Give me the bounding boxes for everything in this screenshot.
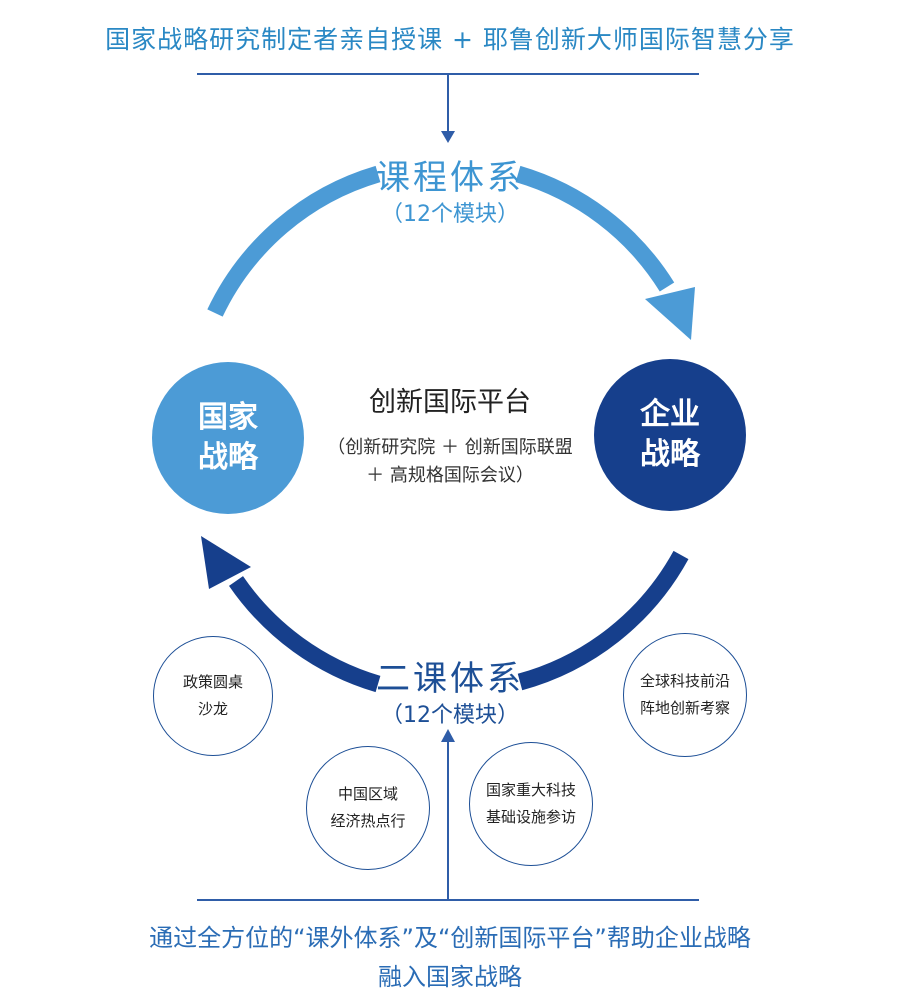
activity-global-tech-frontier: 全球科技前沿 阵地创新考察 <box>623 633 747 757</box>
activity-line1: 政策圆桌 <box>182 673 243 691</box>
footer-line2: 融入国家战略 <box>378 963 522 991</box>
enterprise-strategy-node: 企业 战略 <box>594 359 746 511</box>
footer-line1: 通过全方位的“课外体系”及“创新国际平台”帮助企业战略 <box>149 924 751 952</box>
activity-line1: 国家重大科技 <box>485 781 576 799</box>
national-strategy-node: 国家 战略 <box>152 362 304 514</box>
activity-line2: 基础设施参访 <box>485 808 576 826</box>
platform-description: （创新研究院 ＋ 创新国际联盟 ＋ 高规格国际会议） <box>290 434 610 490</box>
course-system-title: 课程体系 <box>376 158 524 198</box>
activity-line2: 经济热点行 <box>330 812 406 830</box>
bottom-connector-arrowhead <box>441 729 455 742</box>
course-system-subtitle: （12个模块） <box>381 202 519 227</box>
platform-line1: （创新研究院 ＋ 创新国际联盟 <box>327 437 573 458</box>
activity-line1: 全球科技前沿 <box>639 672 730 690</box>
activity-regional-economy-tour: 中国区域 经济热点行 <box>306 746 430 870</box>
bottom-divider <box>197 899 699 901</box>
activity-line1: 中国区域 <box>337 785 398 803</box>
header-text: 国家战略研究制定者亲自授课 + 耶鲁创新大师国际智慧分享 <box>105 25 795 54</box>
extra-arc-left <box>228 576 381 693</box>
top-connector-arrowhead <box>441 131 455 143</box>
activity-major-facility-visit: 国家重大科技 基础设施参访 <box>469 742 593 866</box>
platform-title: 创新国际平台 <box>369 387 531 418</box>
extracurricular-system-title: 二课体系 <box>376 659 524 699</box>
platform-line2: ＋ 高规格国际会议） <box>366 465 534 486</box>
enterprise-strategy-line2: 战略 <box>640 437 700 472</box>
extracurricular-system-subtitle: （12个模块） <box>381 703 519 728</box>
activity-policy-roundtable: 政策圆桌 沙龙 <box>153 636 273 756</box>
activity-line2: 阵地创新考察 <box>639 699 730 717</box>
enterprise-strategy-line1: 企业 <box>640 397 700 432</box>
activity-line2: 沙龙 <box>197 700 228 718</box>
course-arrowhead <box>645 287 695 340</box>
extra-arc-right <box>517 550 689 691</box>
national-strategy-line2: 战略 <box>198 440 258 475</box>
extra-arrowhead <box>201 536 251 589</box>
course-arc-right <box>515 165 675 292</box>
national-strategy-line1: 国家 <box>198 400 258 435</box>
course-arc-left <box>207 165 381 317</box>
